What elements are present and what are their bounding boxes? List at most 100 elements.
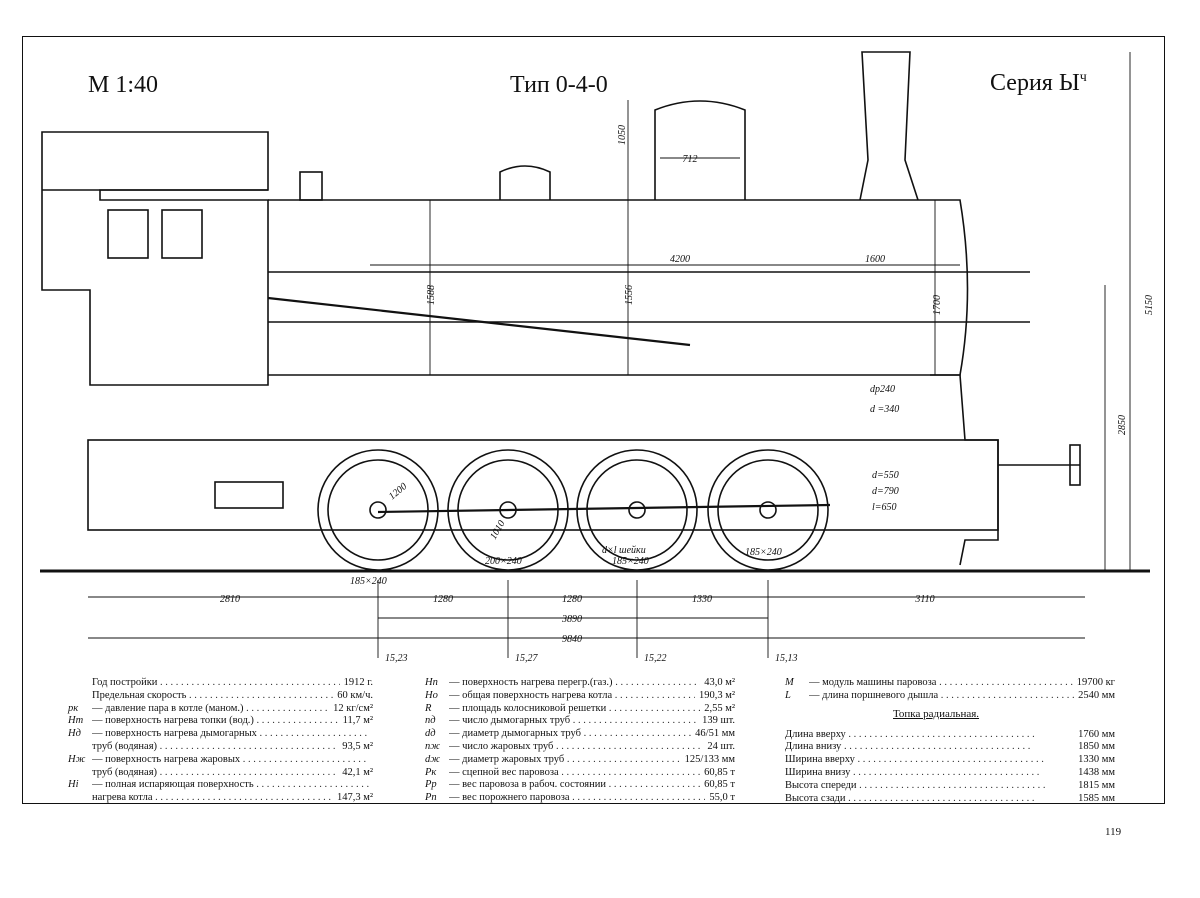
dim-boiler-length: 4200 (670, 254, 690, 265)
spec-label: — диаметр дымогарных труб (449, 728, 691, 741)
spec-symbol: Hо (425, 689, 438, 701)
dim-firebox-height: 1588 (426, 285, 437, 305)
spec-row: труб (водяная) 42,1 м² (68, 767, 373, 780)
spec-value: 19700 кг (1076, 677, 1115, 688)
dim-overhang-rear: 2810 (220, 594, 240, 605)
firebox-label: Длина вверху (785, 729, 1074, 742)
firebox-label: Высота сзади (785, 793, 1074, 806)
spec-label: — поверхность нагрева дымогарных (92, 728, 369, 741)
dim-base-2: 1280 (562, 594, 582, 605)
dim-chimney-height: 5150 (1144, 295, 1155, 315)
dim-overhang-front: 3110 (914, 594, 934, 605)
firebox-title: Топка радиальная. (893, 708, 980, 720)
dim-axis-height: 2850 (1117, 415, 1128, 435)
spec-label: — модуль машины паровоза (809, 677, 1073, 690)
spec-value: 60,85 т (704, 779, 735, 791)
spec-row: dд — диаметр дымогарных труб 46/51 мм (425, 728, 735, 741)
valve-rod (267, 296, 691, 347)
series-superscript: ч (1079, 70, 1087, 85)
axle-load-4: 15,13 (775, 653, 798, 664)
spec-symbol: L (785, 689, 791, 701)
firebox-value: 1438 мм (1078, 766, 1115, 778)
spec-symbol: Pп (425, 792, 437, 804)
spec-row: Hт— поверхность нагрева топки (вод.)11,7… (68, 715, 373, 728)
spec-row: L — длина поршневого дышла 2540 мм (785, 690, 1115, 703)
spec-symbol: dж (425, 753, 441, 765)
firebox-value: 1585 мм (1078, 792, 1115, 804)
spec-label: труб (водяная) (92, 767, 338, 780)
smokebox-front (930, 374, 999, 566)
journal-1: 185×240 (350, 576, 387, 587)
specs-right: M— модуль машины паровоза19700 кгL— длин… (785, 677, 1115, 805)
spec-row: Hп— поверхность нагрева перегр.(газ.)43,… (425, 677, 735, 690)
spec-symbol (68, 767, 92, 780)
journal-2: 200×240 (485, 556, 522, 567)
spec-row: труб (водяная)93,5 м² (68, 741, 373, 754)
cab-window-left (107, 209, 149, 259)
boiler-outline (268, 199, 969, 376)
spec-symbol: Hi (68, 779, 79, 791)
spec-symbol: nж (425, 740, 441, 752)
firebox-value: 1760 мм (1078, 728, 1115, 740)
spec-symbol (68, 677, 92, 690)
spec-label: — общая поверхность нагрева котла (449, 690, 695, 703)
spec-row: нагрева котла147,3 м² (68, 792, 373, 805)
spec-row: Pп— вес порожнего паровоза55,0 т (425, 792, 735, 805)
firebox-value: 1815 мм (1078, 779, 1115, 791)
running-board (87, 439, 999, 531)
spec-row: nд— число дымогарных труб139 шт. (425, 715, 735, 728)
spec-label: — длина поршневого дышла (809, 690, 1074, 703)
spec-label: Год постройки (92, 677, 340, 690)
axle-load-3: 15,22 (644, 653, 667, 664)
spec-value: 2540 мм (1078, 689, 1115, 701)
spec-symbol: dд (425, 728, 436, 740)
spec-value: 1912 г. (343, 677, 373, 688)
scale-label: М 1:40 (88, 72, 159, 98)
spec-value: 12 кг/см² (333, 702, 373, 714)
specs-middle: Hп— поверхность нагрева перегр.(газ.)43,… (425, 677, 735, 805)
dim-rigid-base: 3890 (561, 614, 582, 625)
dim-base-3: 1330 (692, 594, 712, 605)
dim-dome-width: 712 (683, 154, 698, 165)
journal-4: 185×240 (745, 547, 782, 558)
spec-value: 190,3 м² (698, 689, 735, 701)
series-label: Серия Ыч (990, 70, 1087, 97)
axle-load-2: 15,27 (515, 653, 539, 664)
spec-symbol: Hд (68, 728, 81, 740)
spec-label: — сцепной вес паровоза (449, 767, 700, 780)
wheel-arrangement-label: Тип 0-4-0 (510, 72, 608, 98)
spec-value: 43,0 м² (704, 677, 735, 688)
spec-value: 11,7 м² (342, 715, 373, 727)
spec-symbol: Hж (68, 753, 86, 765)
spec-label: — поверхность нагрева перегр.(газ.) (449, 677, 700, 690)
cab-outline (41, 131, 269, 386)
spec-row: dж— диаметр жаровых труб125/133 мм (425, 754, 735, 767)
dimension-lines (88, 52, 1131, 658)
spec-value (369, 779, 373, 792)
steam-dome (654, 100, 746, 200)
spec-label: труб (водяная) (92, 741, 338, 754)
dim-wheel-dia: 1200 (387, 481, 409, 502)
spec-label: — полная испаряющая поверхность (92, 779, 369, 792)
dim-dome-height: 1050 (617, 125, 628, 145)
spec-value: 139 шт. (702, 715, 735, 727)
dim-boiler-height: 1556 (624, 285, 635, 305)
axle-load-1: 15,23 (385, 653, 408, 664)
spec-value: 60 км/ч. (337, 689, 373, 701)
spec-row: Pк— сцепной вес паровоза60,85 т (425, 767, 735, 780)
whistle (299, 171, 323, 201)
spec-value: 46/51 мм (695, 728, 735, 740)
firebox-row: Ширина вверху1330 мм (785, 754, 1115, 767)
spec-row: Hi — полная испаряющая поверхность (68, 779, 373, 792)
spec-symbol: Pр (425, 779, 437, 791)
dim-total-length: 9840 (562, 634, 582, 645)
spec-symbol (68, 792, 92, 805)
wheel-1 (317, 449, 439, 571)
spec-label: — поверхность нагрева топки (вод.) (92, 715, 339, 728)
spec-value: 60,85 т (704, 766, 735, 778)
spec-row: Предельная скорость60 км/ч. (68, 690, 373, 703)
spec-row: Год постройки1912 г. (68, 677, 373, 690)
firebox-row: Длина вверху 1760 мм (785, 729, 1115, 742)
dim-front-height: 1700 (932, 295, 943, 315)
spec-value: 42,1 м² (342, 766, 373, 778)
